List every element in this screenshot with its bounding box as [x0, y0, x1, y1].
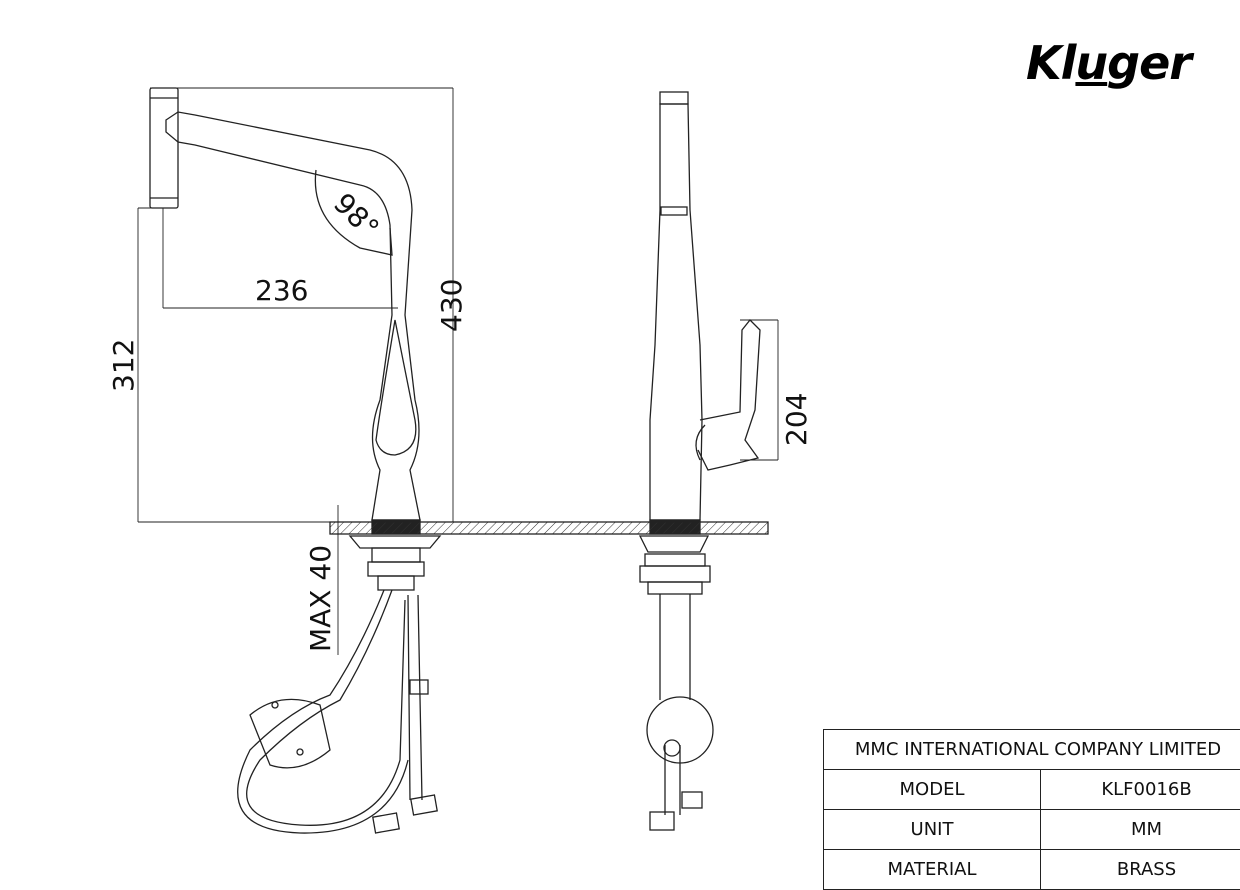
dim-reach: 236: [255, 274, 308, 307]
row-value: KLF0016B: [1041, 770, 1240, 810]
dim-swivel-angle: 98°: [327, 187, 385, 245]
side-view-faucet: [150, 88, 440, 833]
dim-handle-height: 204: [780, 393, 813, 446]
company-name: MMC INTERNATIONAL COMPANY LIMITED: [824, 730, 1240, 770]
countertop-section: [330, 522, 768, 534]
row-label: MATERIAL: [824, 850, 1041, 890]
row-label: UNIT: [824, 810, 1041, 850]
dim-max-deck: MAX 40: [304, 545, 337, 652]
row-value: MM: [1041, 810, 1240, 850]
front-view-faucet: [640, 92, 760, 830]
dim-total-height: 430: [435, 279, 468, 332]
dim-spout-height: 312: [107, 339, 140, 392]
dimension-lines: [138, 88, 778, 655]
row-value: BRASS: [1041, 850, 1240, 890]
row-label: MODEL: [824, 770, 1041, 810]
